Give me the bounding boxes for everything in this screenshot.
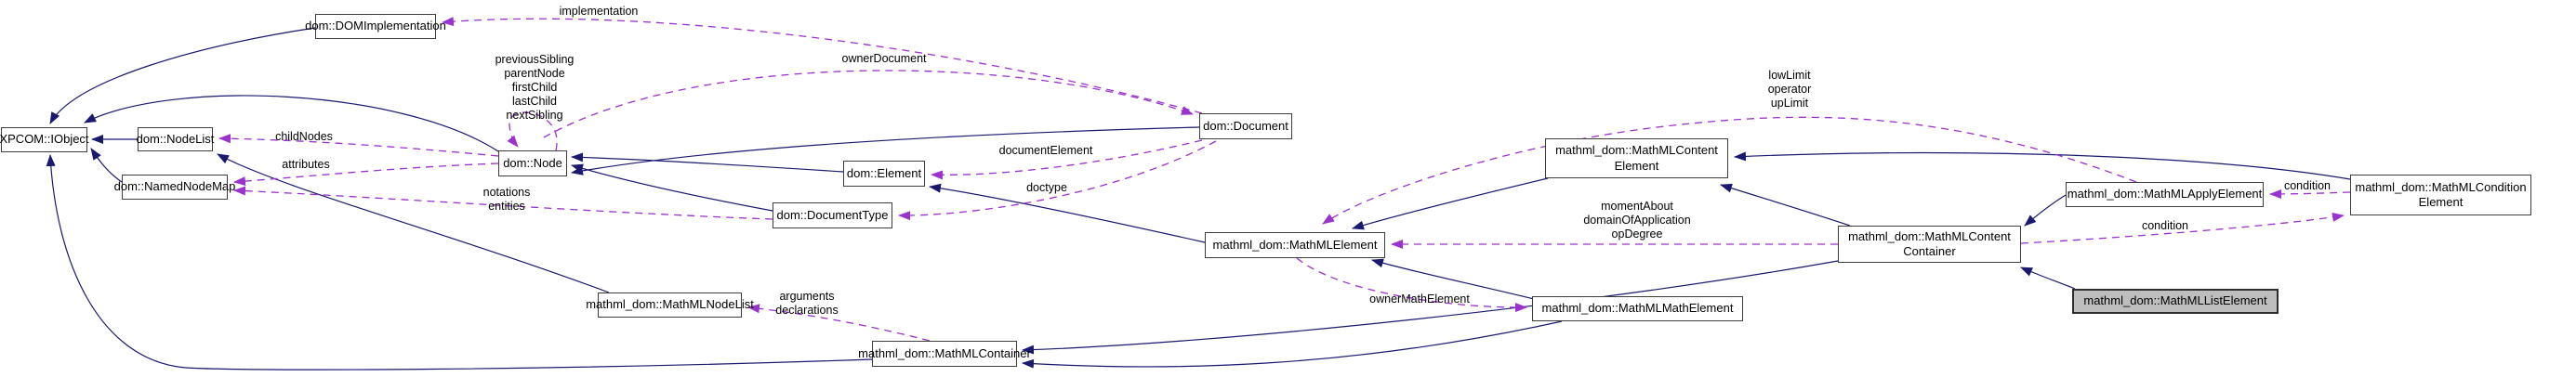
edge-inherit-mathelement-mathmlcontainer bbox=[1022, 320, 1563, 369]
edge-inherit-documenttype-node bbox=[571, 163, 773, 212]
edge-usage-lowlimit-operator-uplimit bbox=[1322, 116, 2137, 225]
node-dom-documenttype[interactable]: dom::DocumentType bbox=[773, 202, 892, 228]
edge-label-doctype: doctype bbox=[1026, 181, 1067, 194]
edge-inherit-contentcontainer-mathmlcontainer bbox=[1022, 260, 1839, 355]
edge-usage-arguments-declarations bbox=[747, 304, 931, 342]
edge-label-sibling-stack: previousSibling parentNode firstChild la… bbox=[495, 53, 575, 122]
edge-inherit-contentelement-mathmlelement bbox=[1352, 177, 1549, 230]
node-mathml-list-element-current: mathml_dom::MathMLListElement bbox=[2072, 289, 2279, 314]
edge-label-documentelement: documentElement bbox=[998, 144, 1093, 157]
edge-inherit-conditionelement-contentelement bbox=[1734, 151, 2351, 180]
node-mathml-container[interactable]: mathml_dom::MathMLContainer bbox=[858, 341, 1031, 367]
edge-label-condition-upper: condition bbox=[2283, 179, 2332, 192]
edge-label-arguments-declarations: arguments declarations bbox=[775, 290, 839, 317]
edge-inherit-mathelement-mathmlelement bbox=[1371, 258, 1535, 300]
node-dom-document[interactable]: dom::Document bbox=[1199, 113, 1292, 139]
edge-inherit-document-node bbox=[571, 126, 1200, 176]
node-mathml-apply-element[interactable]: mathml_dom::MathMLApplyElement bbox=[2066, 182, 2264, 207]
node-dom-element[interactable]: dom::Element bbox=[843, 161, 925, 187]
node-mathml-content-element[interactable]: mathml_dom::MathMLContent Element bbox=[1545, 138, 1728, 178]
edge-inherit-mathmlcontainer-iobject bbox=[46, 154, 873, 370]
edge-inherit-node-iobject bbox=[84, 95, 499, 152]
node-mathml-content-container[interactable]: mathml_dom::MathMLContent Container bbox=[1838, 226, 2021, 263]
node-dom-node[interactable]: dom::Node bbox=[498, 150, 567, 176]
edge-label-ownermathelement: ownerMathElement bbox=[1369, 292, 1470, 306]
node-dom-domimplementation[interactable]: dom::DOMImplementation bbox=[305, 14, 446, 39]
node-mathml-condition-element[interactable]: mathml_dom::MathMLCondition Element bbox=[2350, 175, 2531, 215]
node-xpcom-iobject[interactable]: XPCOM::IObject bbox=[0, 127, 89, 152]
edge-label-ownerdocument: ownerDocument bbox=[841, 52, 927, 65]
edge-label-implementation: implementation bbox=[559, 5, 639, 18]
edge-usage-documentelement bbox=[931, 139, 1203, 180]
node-mathml-nodelist[interactable]: mathml_dom::MathMLNodeList bbox=[586, 292, 754, 318]
node-mathml-element[interactable]: mathml_dom::MathMLElement bbox=[1205, 232, 1385, 258]
edge-inherit-contentcontainer-contentelement bbox=[1720, 183, 1851, 227]
edge-usage-sibling-selfloop bbox=[507, 111, 558, 151]
edge-usage-childnodes bbox=[218, 134, 499, 157]
node-dom-nodelist[interactable]: dom::NodeList bbox=[137, 127, 214, 151]
edge-label-notations-entities: notations entities bbox=[482, 186, 531, 213]
edge-usage-notations-entities bbox=[233, 186, 773, 220]
edge-usage-condition-to-apply bbox=[2269, 188, 2351, 199]
edge-usage-ownermathelement bbox=[1296, 257, 1527, 313]
edge-inherit-mathmlnodelist-nodelist bbox=[217, 153, 610, 293]
edge-inherit-domimplementation-iobject bbox=[49, 27, 316, 124]
edge-usage-attributes bbox=[233, 162, 499, 187]
edge-inherit-applyelement-contentcontainer bbox=[2024, 194, 2067, 227]
edge-inherit-mathmlelement-element bbox=[929, 183, 1206, 243]
edge-label-attributes: attributes bbox=[282, 158, 330, 171]
edge-label-condition-lower: condition bbox=[2141, 219, 2189, 232]
edge-label-limit-stack: lowLimit operator upLimit bbox=[1767, 69, 1812, 110]
edge-usage-doctype bbox=[898, 140, 1217, 221]
edge-usage-ownerdocument bbox=[543, 70, 1194, 138]
edge-usage-implementation bbox=[442, 17, 1203, 114]
edge-inherit-element-node bbox=[571, 152, 844, 173]
edge-inherit-listelement-contentcontainer bbox=[2020, 266, 2076, 290]
edge-label-moment-stack: momentAbout domainOfApplication opDegree bbox=[1583, 200, 1691, 240]
node-dom-namednodemap[interactable]: dom::NamedNodeMap bbox=[114, 175, 235, 200]
node-mathml-math-element[interactable]: mathml_dom::MathMLMathElement bbox=[1532, 296, 1743, 321]
edge-inherit-namednodemap-iobject bbox=[90, 148, 123, 183]
edge-label-childnodes: childNodes bbox=[275, 130, 333, 143]
